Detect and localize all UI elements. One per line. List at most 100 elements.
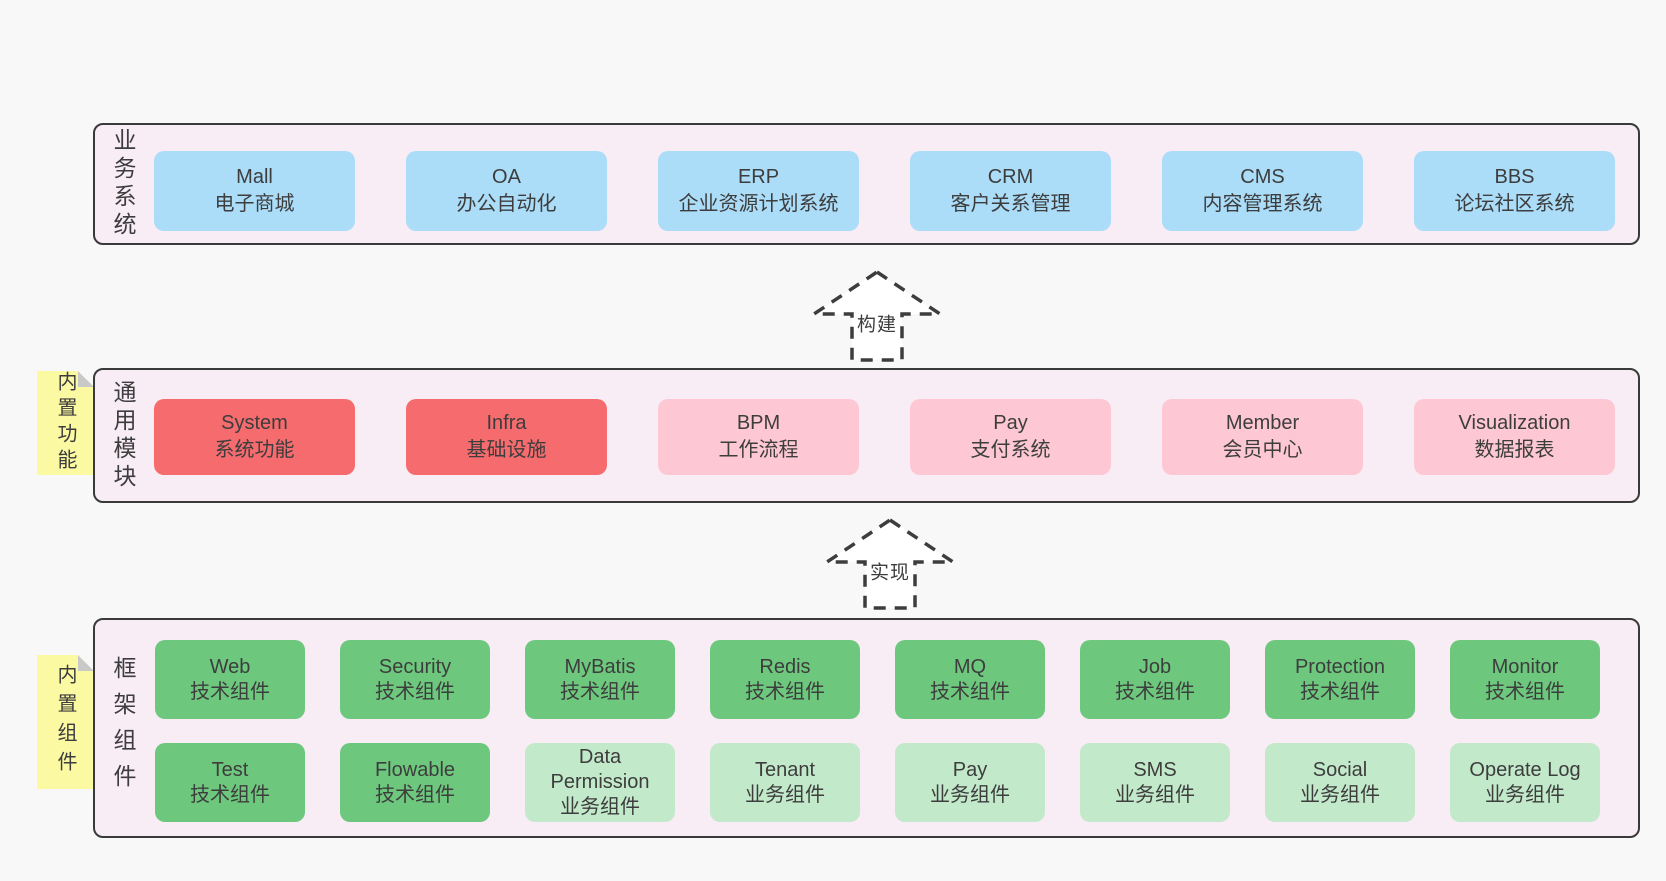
box-bbs: BBS 论坛社区系统	[1414, 151, 1615, 231]
folded-corner-icon	[78, 371, 94, 387]
box-social: Social 业务组件	[1265, 743, 1415, 822]
box-title: Redis	[759, 655, 811, 678]
box-subtitle: 技术组件	[1115, 680, 1195, 703]
box-title: Security	[378, 655, 452, 678]
box-security: Security 技术组件	[340, 640, 490, 719]
box-test: Test 技术组件	[155, 743, 305, 822]
box-title: Infra	[486, 412, 527, 434]
box-subtitle: 技术组件	[375, 680, 455, 703]
box-subtitle: 会员中心	[1222, 439, 1303, 461]
box-subtitle: 业务组件	[1115, 783, 1195, 806]
box-monitor: Monitor 技术组件	[1450, 640, 1600, 719]
box-subtitle: 技术组件	[930, 680, 1010, 703]
box-operate-log: Operate Log 业务组件	[1450, 743, 1600, 822]
build-arrow-label: 构建	[853, 308, 901, 338]
box-title: Flowable	[374, 758, 456, 781]
business-boxes: Mall 电子商城 OA 办公自动化 ERP 企业资源计划系统 CRM 客户关系…	[154, 151, 1618, 231]
box-subtitle: 内容管理系统	[1202, 193, 1323, 215]
sticky-built-in-components: 内置组件	[37, 655, 94, 789]
box-subtitle: 业务组件	[930, 783, 1010, 806]
box-title: Web	[209, 655, 251, 678]
box-title: CRM	[987, 166, 1034, 188]
box-subtitle: 技术组件	[1485, 680, 1565, 703]
module-boxes: System 系统功能 Infra 基础设施 BPM 工作流程 Pay 支付系统…	[154, 399, 1618, 475]
box-tenant: Tenant 业务组件	[710, 743, 860, 822]
box-title: Test	[211, 758, 249, 781]
box-data-permission: Data Permission 业务组件	[525, 743, 675, 822]
box-cms: CMS 内容管理系统	[1162, 151, 1363, 231]
box-subtitle: 业务组件	[1300, 783, 1380, 806]
box-title: Pay	[993, 412, 1028, 434]
box-member: Member 会员中心	[1162, 399, 1363, 475]
box-title: Social	[1312, 758, 1368, 781]
box-subtitle: 数据报表	[1474, 439, 1555, 461]
box-subtitle: 论坛社区系统	[1454, 193, 1575, 215]
box-title: Tenant	[754, 758, 816, 781]
band-framework-label: 框架组件	[110, 656, 136, 800]
box-subtitle: 企业资源计划系统	[678, 193, 839, 215]
sticky-text: 内置功能	[54, 371, 76, 475]
box-title: Data Permission	[550, 746, 650, 793]
box-subtitle: 电子商城	[214, 193, 295, 215]
box-title: ERP	[737, 166, 780, 188]
box-subtitle: 系统功能	[214, 439, 295, 461]
box-title: Visualization	[1458, 412, 1571, 434]
box-subtitle: 业务组件	[1485, 783, 1565, 806]
box-title: MyBatis	[564, 655, 636, 678]
box-erp: ERP 企业资源计划系统	[658, 151, 859, 231]
box-title: System	[221, 412, 288, 434]
box-title: Mall	[236, 166, 273, 188]
sticky-text: 内置组件	[54, 664, 76, 780]
box-subtitle: 技术组件	[190, 680, 270, 703]
box-title: Operate Log	[1469, 758, 1581, 781]
implement-arrow-label: 实现	[866, 556, 914, 586]
band-business-label: 业务系统	[110, 128, 136, 240]
box-oa: OA 办公自动化	[406, 151, 607, 231]
box-title: MQ	[953, 655, 987, 678]
box-crm: CRM 客户关系管理	[910, 151, 1111, 231]
box-sms: SMS 业务组件	[1080, 743, 1230, 822]
box-redis: Redis 技术组件	[710, 640, 860, 719]
box-title: BBS	[1494, 166, 1535, 188]
band-common-modules: 通用模块 System 系统功能 Infra 基础设施 BPM 工作流程 Pay…	[93, 368, 1640, 503]
band-business-systems: 业务系统 Mall 电子商城 OA 办公自动化 ERP 企业资源计划系统 CRM…	[93, 123, 1640, 245]
box-subtitle: 客户关系管理	[950, 193, 1071, 215]
box-bpm: BPM 工作流程	[658, 399, 859, 475]
box-title: Job	[1138, 655, 1172, 678]
box-subtitle: 工作流程	[718, 439, 799, 461]
box-title: Monitor	[1491, 655, 1559, 678]
box-subtitle: 技术组件	[190, 783, 270, 806]
box-mq: MQ 技术组件	[895, 640, 1045, 719]
box-title: Pay	[952, 758, 988, 781]
box-title: Member	[1225, 412, 1300, 434]
box-pay-component: Pay 业务组件	[895, 743, 1045, 822]
implement-arrow: 实现	[823, 516, 957, 612]
box-protection: Protection 技术组件	[1265, 640, 1415, 719]
box-mybatis: MyBatis 技术组件	[525, 640, 675, 719]
component-row-business: Test 技术组件 Flowable 技术组件 Data Permission …	[155, 743, 1618, 822]
box-web: Web 技术组件	[155, 640, 305, 719]
box-title: CMS	[1240, 166, 1285, 188]
box-title: SMS	[1133, 758, 1177, 781]
box-subtitle: 基础设施	[466, 439, 547, 461]
box-subtitle: 技术组件	[560, 680, 640, 703]
component-row-tech: Web 技术组件 Security 技术组件 MyBatis 技术组件 Redi…	[155, 640, 1618, 719]
folded-corner-icon	[78, 655, 94, 671]
sticky-built-in-features: 内置功能	[37, 371, 94, 475]
box-subtitle: 技术组件	[1300, 680, 1380, 703]
band-common-label: 通用模块	[110, 379, 136, 492]
box-subtitle: 业务组件	[560, 796, 640, 818]
box-title: OA	[492, 166, 521, 188]
box-subtitle: 支付系统	[970, 439, 1051, 461]
band-framework-components: 框架组件 Web 技术组件 Security 技术组件 MyBatis 技术组件…	[93, 618, 1640, 838]
box-subtitle: 业务组件	[745, 783, 825, 806]
box-infra: Infra 基础设施	[406, 399, 607, 475]
box-visualization: Visualization 数据报表	[1414, 399, 1615, 475]
box-subtitle: 技术组件	[375, 783, 455, 806]
box-subtitle: 技术组件	[745, 680, 825, 703]
box-pay-system: Pay 支付系统	[910, 399, 1111, 475]
box-title: Protection	[1294, 655, 1386, 678]
box-mall: Mall 电子商城	[154, 151, 355, 231]
box-job: Job 技术组件	[1080, 640, 1230, 719]
